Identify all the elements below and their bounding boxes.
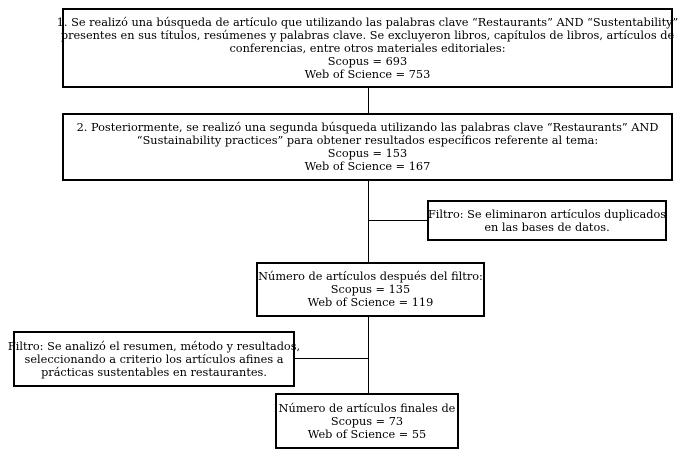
- filter2-line-2: seleccionando a criterio los artículos a…: [24, 352, 284, 366]
- connector-filter2-branch: [295, 358, 368, 359]
- filter1-line-2: en las bases de datos.: [484, 220, 610, 234]
- connector-step1-to-step2: [368, 88, 369, 113]
- step2-line-2: “Sustainability practices” para obtener …: [136, 134, 599, 147]
- step2-scopus-count: Scopus = 153: [327, 147, 408, 160]
- after-filter-heading: Número de artículos después del filtro:: [258, 270, 483, 283]
- filter2-line-3: prácticas sustentables en restaurantes.: [41, 365, 267, 379]
- filter1-line-1: Filtro: Se eliminaron artículos duplicad…: [427, 207, 667, 221]
- final-scopus-count: Scopus = 73: [330, 414, 404, 428]
- step1-wos-count: Web of Science = 753: [304, 67, 431, 81]
- step2-search-box: 2. Posteriormente, se realizó una segund…: [62, 113, 673, 181]
- final-count-box: Número de artículos finales de Scopus = …: [275, 393, 459, 449]
- after-filter-count-box: Número de artículos después del filtro: …: [256, 262, 485, 317]
- step1-search-box: 1. Se realizó una búsqueda de artículo q…: [57, 8, 678, 88]
- after-filter-scopus-count: Scopus = 135: [330, 283, 411, 296]
- filter-duplicates-box: Filtro: Se eliminaron artículos duplicad…: [427, 200, 667, 241]
- step2-line-1: 2. Posteriormente, se realizó una segund…: [76, 121, 659, 134]
- connector-filter1-branch: [368, 220, 427, 221]
- after-filter-wos-count: Web of Science = 119: [307, 296, 434, 309]
- step1-line-2: presentes en sus títulos, resúmenes y pa…: [60, 28, 675, 42]
- connector-step2-to-after-filter: [368, 181, 369, 262]
- step1-line-3: conferencias, entre otros materiales edi…: [229, 41, 506, 55]
- filter2-line-1: Filtro: Se analizó el resumen, método y …: [7, 339, 301, 353]
- final-heading: Número de artículos finales de: [278, 401, 456, 415]
- final-wos-count: Web of Science = 55: [307, 427, 427, 441]
- step1-line-1: 1. Se realizó una búsqueda de artículo q…: [56, 15, 679, 29]
- connector-after-filter-to-final: [368, 317, 369, 393]
- filter-abstract-review-box: Filtro: Se analizó el resumen, método y …: [8, 331, 300, 387]
- step2-wos-count: Web of Science = 167: [304, 160, 431, 173]
- step1-scopus-count: Scopus = 693: [327, 54, 408, 68]
